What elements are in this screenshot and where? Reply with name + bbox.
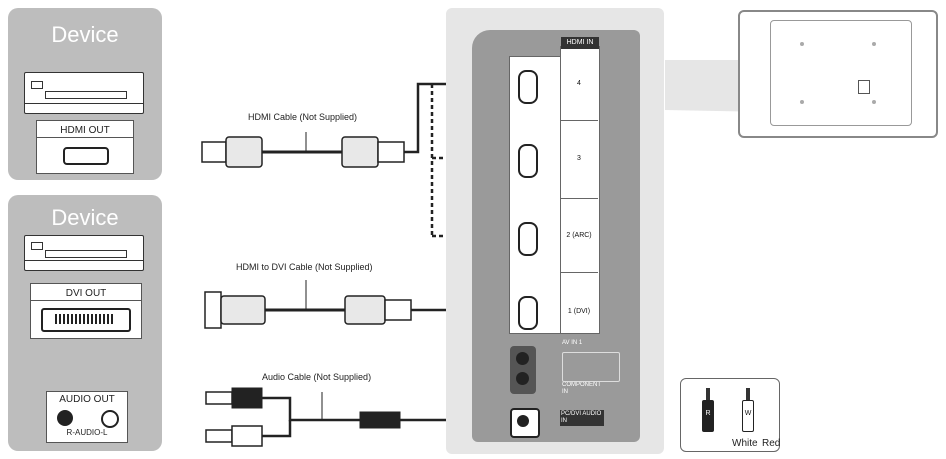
device-panel-dvi: Device DVI OUT AUDIO OUT R-AUDIO-L (8, 195, 162, 451)
plug-letter-w: W (744, 410, 752, 417)
hdmi-plug-2 (384, 299, 412, 321)
hdmi-plug-right (377, 141, 405, 163)
plug-letter-r: R (705, 410, 711, 417)
dvi-out-label: DVI OUT (65, 288, 107, 299)
av-in-label: AV IN 1 (562, 340, 583, 346)
dvi-plug (204, 291, 222, 329)
hdmi-port-label-4: 4 (577, 80, 581, 87)
tv-mount-dot (800, 100, 804, 104)
hdmi-port-label-3: 3 (577, 155, 581, 162)
component-in-label: COMPONENT IN (562, 382, 601, 395)
tv-rear-outline (738, 10, 938, 138)
rca-plug-red (205, 391, 233, 405)
minijack-plug (359, 411, 401, 429)
component-jacks (562, 352, 620, 382)
hdmi-port-column (509, 56, 561, 334)
device-player-icon (24, 235, 144, 271)
audio-out-label: AUDIO OUT (59, 394, 115, 405)
dvi-out-box: DVI OUT (30, 283, 142, 339)
rca-white-plug-icon (742, 388, 754, 432)
audio-out-sub: R-AUDIO-L (66, 428, 108, 437)
device-panel-hdmi: Device HDMI OUT (8, 8, 162, 180)
device-title: Device (51, 22, 119, 47)
av-jacks (510, 346, 536, 394)
hdmi-port-1 (518, 296, 538, 330)
tv-rear-inner (770, 20, 912, 126)
hdmi-out-label: HDMI OUT (60, 125, 110, 136)
tv-port-icon (858, 80, 870, 94)
tv-mount-dot (800, 42, 804, 46)
hdmi-in-header: HDMI IN (561, 37, 599, 49)
tv-mount-dot (872, 42, 876, 46)
hdmi-dvi-cable-label: HDMI to DVI Cable (Not Supplied) (236, 262, 373, 272)
device-player-icon (24, 72, 144, 114)
dvi-port-icon (41, 308, 131, 332)
alt-connection-arrows (430, 84, 498, 238)
dvi-plug-body (220, 295, 266, 325)
hdmi-plug-left (201, 141, 227, 163)
device-title: Device (51, 205, 119, 230)
rca-red-plug-icon (702, 388, 714, 432)
audio-out-box: AUDIO OUT R-AUDIO-L (46, 391, 128, 443)
hdmi-port-icon (63, 147, 109, 165)
rca-legend-box (680, 378, 780, 452)
legend-red-label: Red (762, 438, 781, 449)
hdmi-plug-body-2 (344, 295, 386, 325)
hdmi-port-label-2: 2 (ARC) (566, 232, 592, 239)
audio-cable-label: Audio Cable (Not Supplied) (262, 372, 372, 382)
hdmi-out-box: HDMI OUT (36, 120, 134, 174)
hdmi-cable-label: HDMI Cable (Not Supplied) (248, 112, 358, 122)
hdmi-dvi-cable (204, 280, 500, 329)
tv-mount-dot (872, 100, 876, 104)
legend-white-label: White (732, 438, 758, 449)
hdmi-port-4 (518, 70, 538, 104)
hdmi-plug-right-body (341, 136, 379, 168)
hdmi-port-3 (518, 144, 538, 178)
pc-audio-label: PC/DVI AUDIO IN (560, 410, 604, 426)
pc-audio-jack (510, 408, 540, 438)
hdmi-port-label-1: 1 (DVI) (567, 308, 591, 315)
hdmi-port-2 (518, 222, 538, 256)
hdmi-label-column (560, 46, 600, 334)
hdmi-plug-left-body (225, 136, 263, 168)
rca-plug-white (205, 429, 233, 443)
